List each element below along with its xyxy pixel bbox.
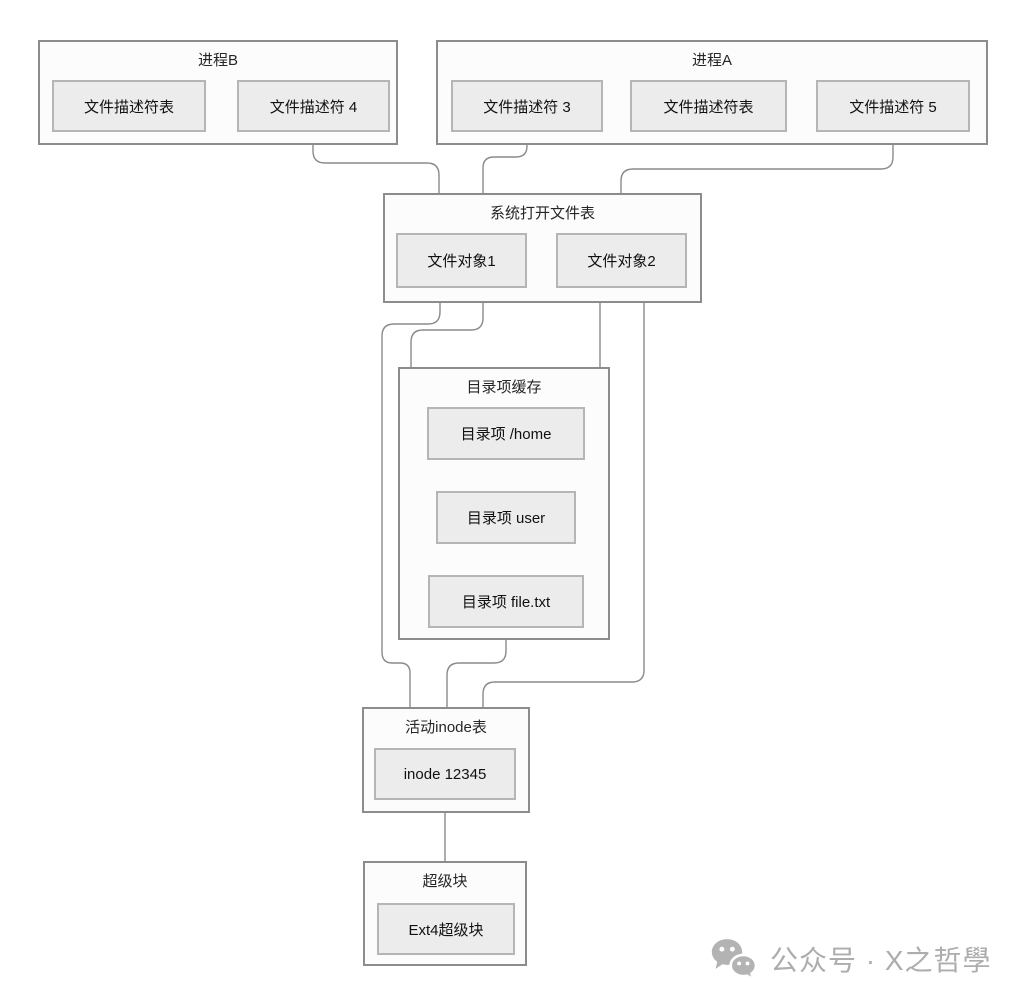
container-process-b-title: 进程B [197, 52, 238, 69]
container-dentry-cache-title: 目录项缓存 [466, 379, 542, 396]
node-file-obj2: 文件对象2 [556, 233, 687, 288]
node-dentry-user: 目录项 user [436, 491, 576, 544]
container-open-file-table-title: 系统打开文件表 [489, 205, 595, 222]
node-dentry-file: 目录项 file.txt [428, 575, 584, 628]
node-inode: inode 12345 [374, 748, 516, 800]
container-process-a-title: 进程A [691, 52, 732, 69]
container-inode-table-title: 活动inode表 [405, 719, 487, 736]
wechat-icon [711, 939, 758, 980]
node-fd-table-a: 文件描述符表 [630, 80, 787, 132]
node-fd3: 文件描述符 3 [451, 80, 603, 132]
node-file-obj1: 文件对象1 [396, 233, 527, 288]
node-fd5: 文件描述符 5 [816, 80, 970, 132]
watermark-text: 公众号 · X之哲學 [770, 945, 992, 976]
node-dentry-home: 目录项 /home [427, 407, 585, 460]
node-ext4: Ext4超级块 [377, 903, 515, 955]
node-fd-table-b: 文件描述符表 [52, 80, 206, 132]
container-superblock-title: 超级块 [422, 873, 468, 890]
watermark: 公众号 · X之哲學 [710, 938, 992, 980]
node-fd4: 文件描述符 4 [237, 80, 390, 132]
